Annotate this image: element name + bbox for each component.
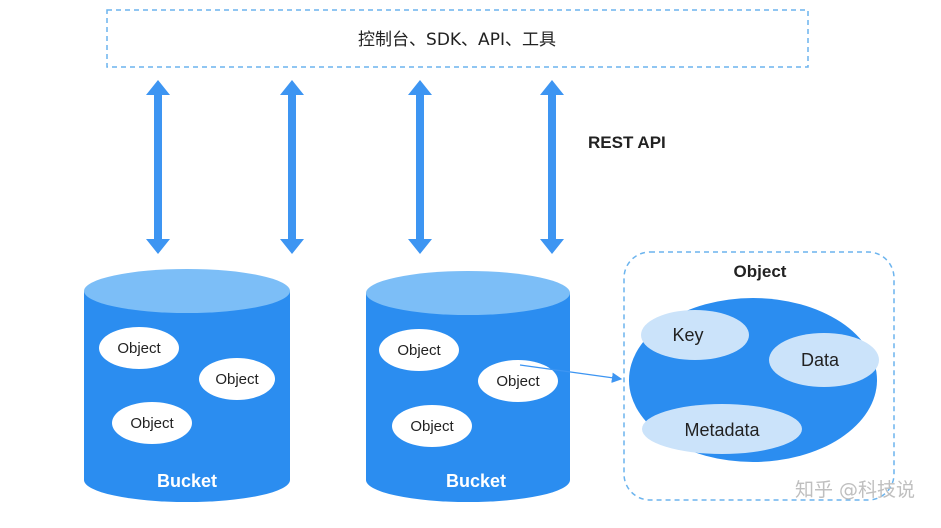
detail-connector-arrow <box>519 364 623 383</box>
key-part: Key <box>641 310 749 360</box>
key-label: Key <box>672 325 703 345</box>
object-label: Object <box>410 418 454 435</box>
bucket-2: Object Object Object Bucket <box>366 271 570 502</box>
bucket-2-object-3: Object <box>392 405 472 447</box>
watermark: 知乎 @科技说 <box>795 479 915 501</box>
object-label: Object <box>130 415 174 432</box>
object-detail-box: Object Key Data Metadata <box>623 251 895 501</box>
bucket-1-object-2: Object <box>199 358 275 400</box>
bucket-1-object-1: Object <box>99 327 179 369</box>
bucket-1-label: Bucket <box>157 471 217 491</box>
arrow-1 <box>146 80 170 254</box>
object-detail-title: Object <box>734 262 787 281</box>
arrow-2 <box>280 80 304 254</box>
rest-api-label: REST API <box>588 133 666 152</box>
bucket-1: Object Object Object Bucket <box>84 269 290 502</box>
object-label: Object <box>215 371 259 388</box>
arrow-3 <box>408 80 432 254</box>
bucket-2-object-1: Object <box>379 329 459 371</box>
clients-box: 控制台、SDK、API、工具 <box>106 9 809 68</box>
bucket-1-object-3: Object <box>112 402 192 444</box>
object-label: Object <box>117 340 161 357</box>
arrow-4 <box>540 80 564 254</box>
data-part: Data <box>769 333 879 387</box>
bucket-2-label: Bucket <box>446 471 506 491</box>
bucket-2-object-2: Object <box>478 360 558 402</box>
data-label: Data <box>801 350 840 370</box>
metadata-label: Metadata <box>684 420 760 440</box>
clients-label: 控制台、SDK、API、工具 <box>358 30 556 50</box>
object-label: Object <box>397 342 441 359</box>
metadata-part: Metadata <box>642 404 802 454</box>
object-label: Object <box>496 373 540 390</box>
